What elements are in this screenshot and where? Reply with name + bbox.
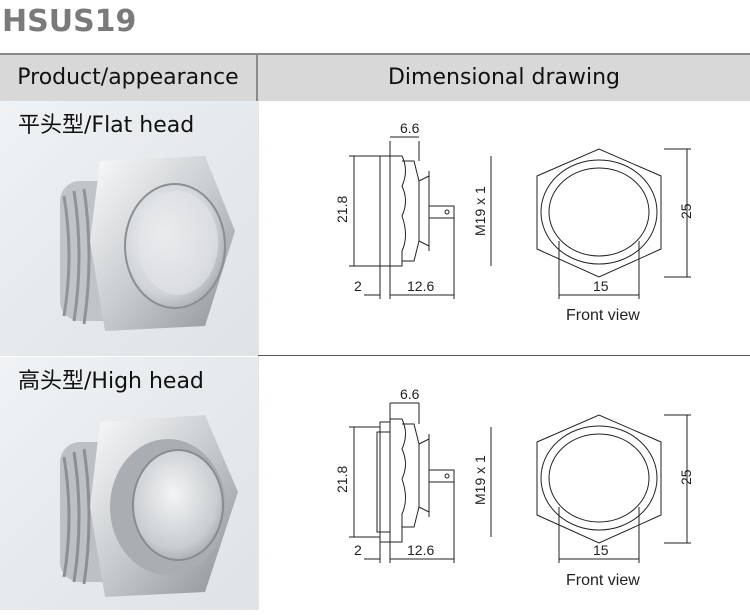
table-header: Product/appearance Dimensional drawing	[0, 53, 750, 103]
svg-text:15: 15	[593, 542, 609, 558]
svg-text:6.6: 6.6	[400, 386, 420, 402]
row-divider	[258, 355, 750, 356]
svg-text:12.6: 12.6	[407, 278, 434, 294]
table-row-flat-head: 平头型/Flat head 6.6 21.8	[0, 101, 750, 356]
product-photo-high-head: 高头型/High head	[0, 357, 258, 610]
svg-text:21.8: 21.8	[334, 196, 350, 223]
front-view-drawing: 25 15	[536, 414, 694, 563]
svg-text:25: 25	[678, 203, 694, 219]
svg-text:25: 25	[678, 469, 694, 485]
side-view-drawing: 6.6 21.8 M19 x 1 2 12.6	[334, 386, 492, 563]
svg-text:2: 2	[354, 278, 362, 294]
dimensional-drawing-high-head: 6.6 21.8 M19 x 1 2 12.6	[259, 357, 750, 610]
svg-text:12.6: 12.6	[407, 542, 434, 558]
flat-head-button-image	[60, 156, 235, 331]
front-view-drawing: 25 15	[536, 148, 694, 299]
technical-drawing-high-head: 6.6 21.8 M19 x 1 2 12.6	[334, 386, 694, 589]
svg-text:2: 2	[354, 542, 362, 558]
svg-text:M19 x 1: M19 x 1	[472, 186, 488, 236]
dimensional-drawing-flat-head: 6.6 21.8 M19 x 1 2 12.6	[259, 101, 750, 356]
header-dimensional-drawing: Dimensional drawing	[387, 65, 621, 90]
svg-text:15: 15	[593, 278, 609, 294]
product-label-flat-head: 平头型/Flat head	[18, 113, 195, 138]
product-photo-flat-head: 平头型/Flat head	[0, 101, 258, 356]
header-product-appearance: Product/appearance	[0, 55, 258, 101]
front-view-label: Front view	[566, 572, 640, 589]
svg-text:M19 x 1: M19 x 1	[472, 455, 488, 505]
table-row-high-head: 高头型/High head 6.6 21.8	[0, 357, 750, 610]
side-view-drawing: 6.6 21.8 M19 x 1 2 12.6	[334, 120, 492, 299]
product-label-high-head: 高头型/High head	[18, 369, 204, 394]
technical-drawing-flat-head: 6.6 21.8 M19 x 1 2 12.6	[334, 120, 694, 324]
svg-text:6.6: 6.6	[400, 120, 420, 136]
svg-text:21.8: 21.8	[334, 466, 350, 493]
product-model-title: HSUS19	[2, 4, 137, 39]
front-view-label: Front view	[566, 307, 640, 324]
high-head-button-image	[60, 415, 238, 597]
